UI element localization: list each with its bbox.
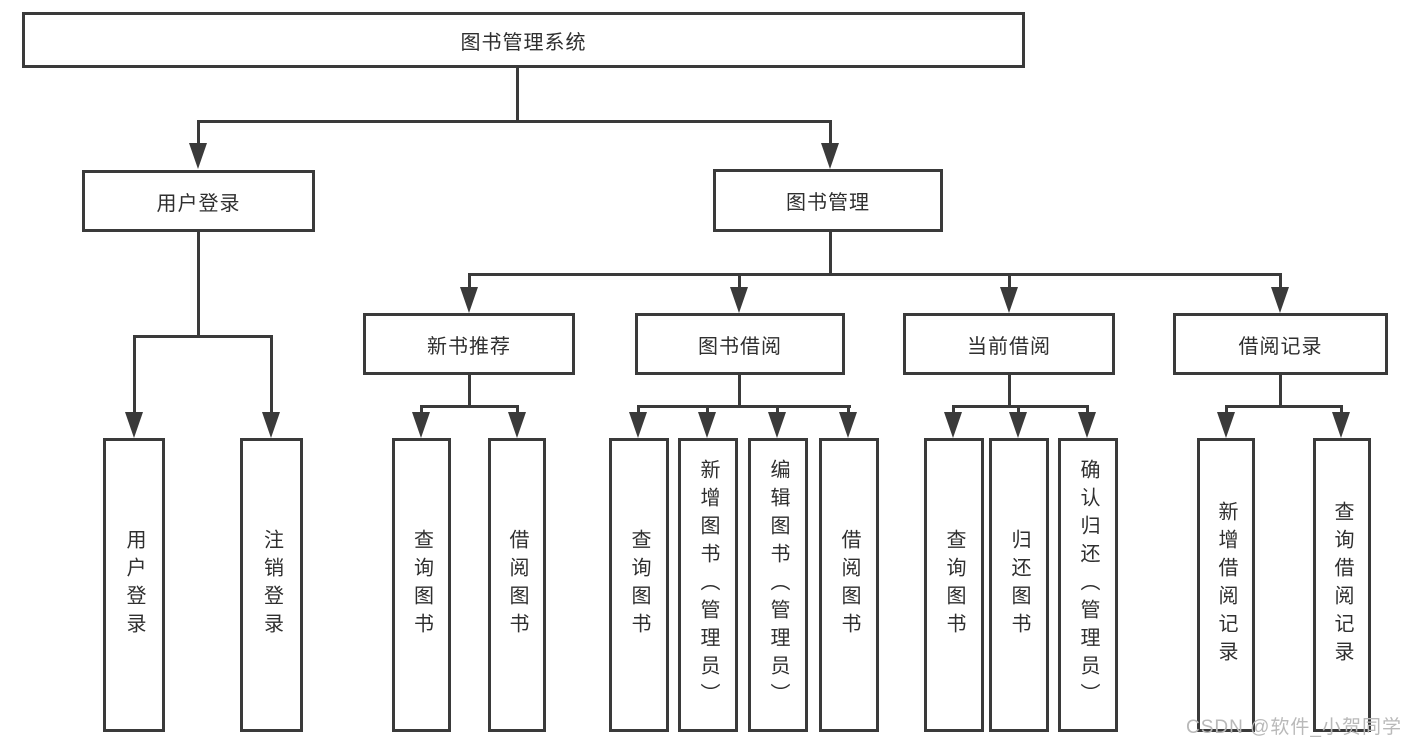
node-label: 用户登录 <box>156 192 241 215</box>
connector-line <box>738 375 741 407</box>
leaf-label: 借阅图书 <box>506 529 528 641</box>
node-book-borrow: 图书借阅 <box>635 313 845 375</box>
node-current-borrow: 当前借阅 <box>903 313 1115 375</box>
connector-line <box>1340 405 1343 414</box>
connector-line <box>1225 405 1343 408</box>
connector-line <box>1008 375 1011 407</box>
connector-line <box>1279 375 1282 407</box>
arrow-down-icon <box>508 412 526 438</box>
arrow-down-icon <box>698 412 716 438</box>
connector-line <box>516 67 519 120</box>
leaf-edit-books-admin: 编辑图书（管理员） <box>748 438 808 732</box>
connector-line <box>133 335 136 413</box>
connector-line <box>637 405 851 408</box>
leaf-query-books-current: 查询图书 <box>924 438 984 732</box>
leaf-query-books-borrow: 查询图书 <box>609 438 669 732</box>
connector-line <box>197 120 832 123</box>
leaf-query-borrow-record: 查询借阅记录 <box>1313 438 1371 732</box>
arrow-down-icon <box>1078 412 1096 438</box>
leaf-user-login: 用户登录 <box>103 438 165 732</box>
arrow-down-icon <box>730 287 748 313</box>
leaf-label: 归还图书 <box>1008 529 1030 641</box>
leaf-logout: 注销登录 <box>240 438 303 732</box>
node-label: 借阅记录 <box>1238 335 1323 358</box>
connector-line <box>847 405 850 414</box>
connector-line <box>133 335 273 338</box>
connector-line <box>420 405 423 414</box>
connector-line <box>468 273 1282 276</box>
arrow-down-icon <box>768 412 786 438</box>
arrow-down-icon <box>1217 412 1235 438</box>
connector-line <box>738 273 741 288</box>
connector-line <box>776 405 779 414</box>
watermark-text: CSDN @软件_小贺同学 <box>1186 717 1402 738</box>
node-book-management: 图书管理 <box>713 169 943 232</box>
node-label: 图书管理系统 <box>460 31 587 54</box>
leaf-label: 确认归还（管理员） <box>1077 459 1099 711</box>
connector-line <box>1008 273 1011 288</box>
arrow-down-icon <box>944 412 962 438</box>
arrow-down-icon <box>125 412 143 438</box>
connector-line <box>516 405 519 414</box>
leaf-label: 查询图书 <box>943 529 965 641</box>
arrow-down-icon <box>412 412 430 438</box>
connector-line <box>197 232 200 335</box>
arrow-down-icon <box>629 412 647 438</box>
node-library-system: 图书管理系统 <box>22 12 1025 68</box>
arrow-down-icon <box>460 287 478 313</box>
connector-line <box>1086 405 1089 414</box>
node-user-login: 用户登录 <box>82 170 315 232</box>
leaf-confirm-return-admin: 确认归还（管理员） <box>1058 438 1118 732</box>
arrow-down-icon <box>1000 287 1018 313</box>
leaf-add-borrow-record: 新增借阅记录 <box>1197 438 1255 732</box>
connector-line <box>706 405 709 414</box>
arrow-down-icon <box>839 412 857 438</box>
arrow-down-icon <box>821 143 839 169</box>
node-label: 图书借阅 <box>698 335 782 358</box>
leaf-label: 新增借阅记录 <box>1215 501 1237 669</box>
connector-line <box>270 335 273 413</box>
arrow-down-icon <box>1332 412 1350 438</box>
connector-line <box>829 232 832 273</box>
leaf-query-books-recommend: 查询图书 <box>392 438 451 732</box>
connector-line <box>952 405 1089 408</box>
connector-line <box>468 375 471 407</box>
node-label: 新书推荐 <box>427 335 511 358</box>
leaf-label: 注销登录 <box>260 529 283 641</box>
arrow-down-icon <box>1271 287 1289 313</box>
connector-line <box>420 405 519 408</box>
connector-line <box>952 405 955 414</box>
connector-line <box>1225 405 1228 414</box>
leaf-label: 查询图书 <box>410 529 433 641</box>
leaf-label: 新增图书（管理员） <box>697 459 719 711</box>
leaf-label: 用户登录 <box>123 529 145 641</box>
connector-line <box>637 405 640 414</box>
connector-line <box>1017 405 1020 414</box>
node-label: 图书管理 <box>786 192 870 214</box>
connector-line <box>197 120 200 146</box>
leaf-label: 借阅图书 <box>838 529 860 641</box>
leaf-return-books: 归还图书 <box>989 438 1049 732</box>
arrow-down-icon <box>262 412 280 438</box>
leaf-add-books-admin: 新增图书（管理员） <box>678 438 738 732</box>
node-label: 当前借阅 <box>967 335 1051 358</box>
leaf-borrow-books: 借阅图书 <box>819 438 879 732</box>
arrow-down-icon <box>189 143 207 169</box>
arrow-down-icon <box>1009 412 1027 438</box>
leaf-label: 查询图书 <box>628 529 650 641</box>
leaf-borrow-books-recommend: 借阅图书 <box>488 438 546 732</box>
node-new-book-recommend: 新书推荐 <box>363 313 575 375</box>
connector-line <box>1279 273 1282 288</box>
leaf-label: 编辑图书（管理员） <box>767 459 789 711</box>
connector-line <box>468 273 471 288</box>
node-borrow-records: 借阅记录 <box>1173 313 1388 375</box>
leaf-label: 查询借阅记录 <box>1331 501 1353 669</box>
connector-line <box>829 120 832 146</box>
